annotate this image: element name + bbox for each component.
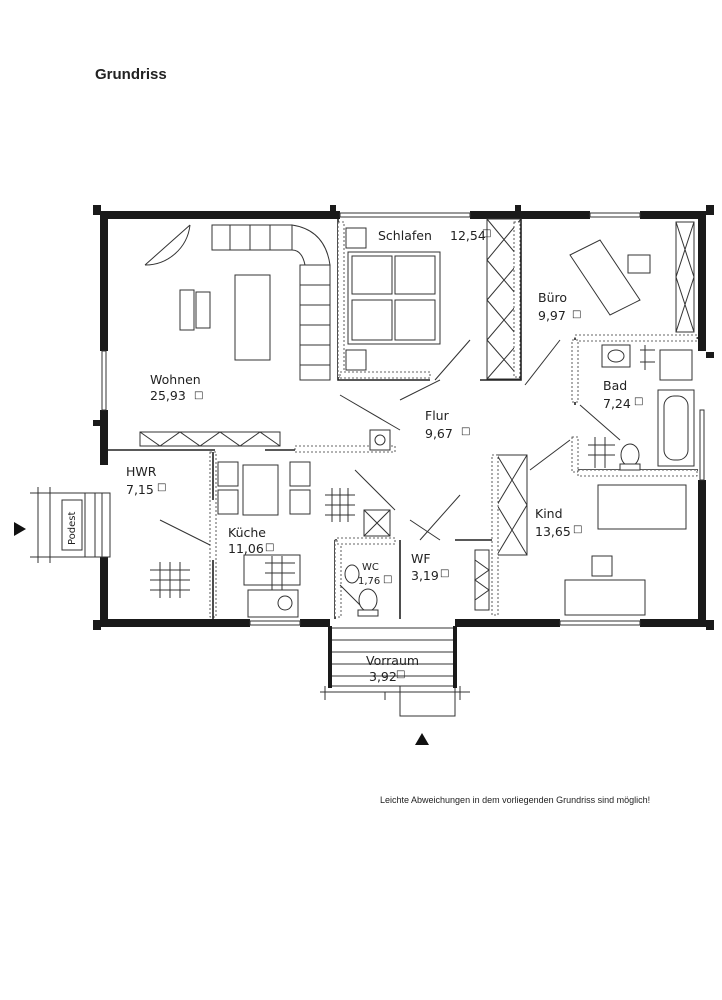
area-unit-symbol: □ [265, 542, 274, 553]
room-kueche-name: Küche [228, 525, 266, 540]
room-buero-area: 9,97 [538, 308, 566, 323]
room-hwr-area: 7,15 [126, 482, 154, 497]
room-wf-name: WF [411, 551, 431, 566]
room-kueche-area: 11,06 [228, 541, 264, 556]
vorraum-porch [320, 626, 470, 717]
room-buero-name: Büro [538, 290, 567, 305]
room-wohnen-area: 25,93 [150, 388, 186, 403]
area-unit-symbol: □ [482, 228, 491, 239]
interior-walls [108, 218, 698, 619]
podest-label: Podest [67, 511, 78, 545]
entrance-arrow-front [415, 733, 429, 745]
room-bad-name: Bad [603, 378, 627, 393]
area-unit-symbol: □ [461, 426, 470, 437]
area-unit-symbol: □ [440, 568, 449, 579]
room-labels: Wohnen 25,93 □ Schlafen 12,54 □ Büro 9,9… [126, 228, 643, 684]
room-flur-area: 9,67 [425, 426, 453, 441]
furniture [179, 221, 695, 618]
room-schlafen-name: Schlafen [378, 228, 432, 243]
room-hwr-name: HWR [126, 464, 157, 479]
room-kind-area: 13,65 [535, 524, 571, 539]
room-wc-area: 1,76 [358, 576, 380, 587]
disclaimer-note: Leichte Abweichungen in dem vorliegenden… [380, 795, 651, 805]
room-kind-name: Kind [535, 506, 563, 521]
page-title: Grundriss [95, 66, 167, 83]
area-unit-symbol: □ [573, 524, 582, 535]
room-schlafen-area: 12,54 [450, 228, 486, 243]
area-unit-symbol: □ [396, 669, 405, 680]
room-wc-name: WC [362, 562, 379, 573]
area-unit-symbol: □ [157, 482, 166, 493]
room-flur-name: Flur [425, 408, 450, 423]
outer-walls [93, 205, 714, 630]
room-bad-area: 7,24 [603, 396, 631, 411]
area-unit-symbol: □ [572, 309, 581, 320]
podest-stair: Podest [30, 487, 111, 563]
area-unit-symbol: □ [383, 574, 392, 585]
room-vorraum-area: 3,92 [369, 669, 397, 684]
windows [101, 212, 705, 626]
room-wf-area: 3,19 [411, 568, 439, 583]
area-unit-symbol: □ [194, 390, 203, 401]
grid-symbols [150, 345, 655, 598]
entrance-arrow-left [14, 522, 26, 536]
room-wohnen-name: Wohnen [150, 372, 201, 387]
room-vorraum-name: Vorraum [366, 653, 419, 668]
area-unit-symbol: □ [634, 396, 643, 407]
